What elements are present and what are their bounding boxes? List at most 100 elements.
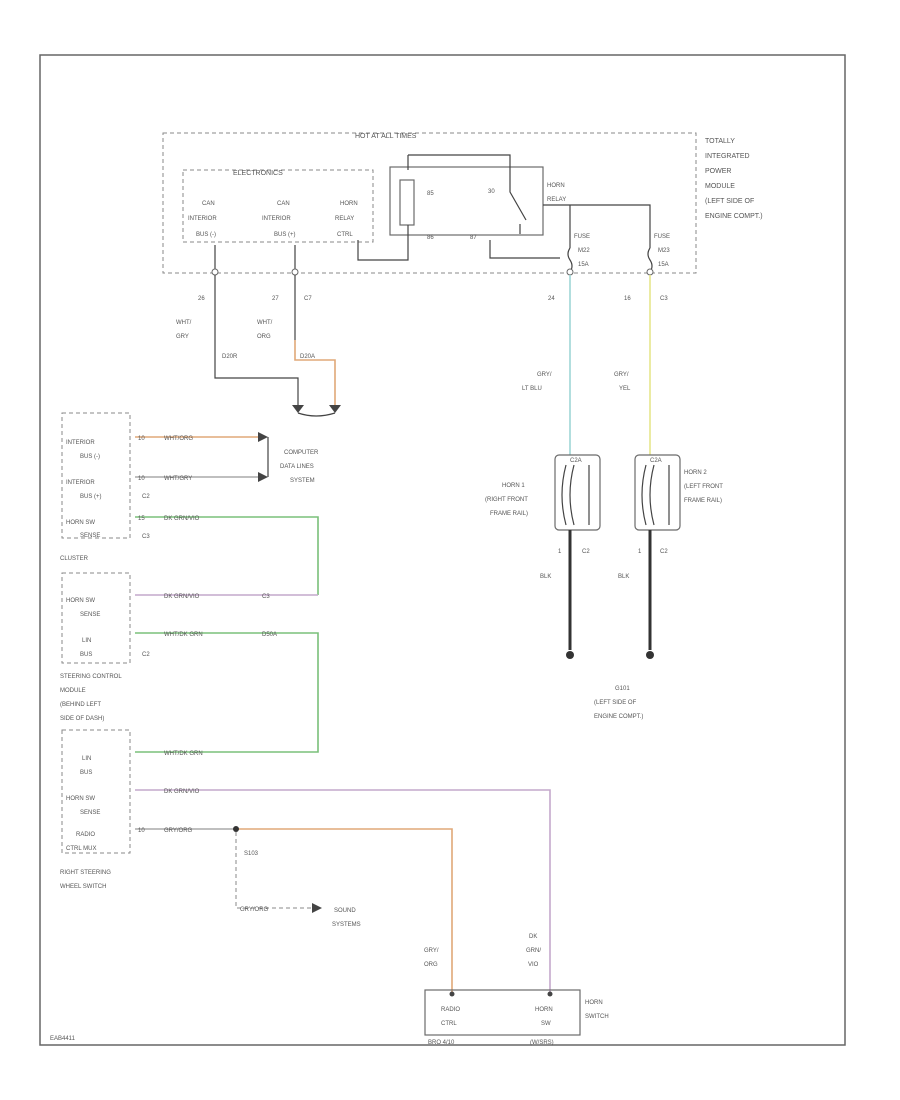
svg-text:MODULE: MODULE	[705, 183, 735, 190]
g101-ground-label: G101 (LEFT SIDE OF ENGINE COMPT.)	[594, 686, 643, 720]
cs-horn-wire-3: VIO	[528, 962, 539, 968]
fuse-m23-label: FUSE M23 15A	[654, 234, 670, 268]
svg-text:COMPUTER: COMPUTER	[284, 450, 319, 456]
svg-text:CAN: CAN	[202, 201, 215, 207]
svg-text:INTERIOR: INTERIOR	[188, 216, 217, 222]
relay-pin-87: 87	[470, 235, 477, 241]
relay-ctrl-wire	[357, 225, 409, 261]
cs-horn-terminal	[547, 991, 553, 997]
cs-horn-1: HORN	[535, 1007, 553, 1013]
horn2-pin-label: C2A	[650, 458, 662, 464]
wire-high-color-1: WHT/	[257, 320, 273, 326]
electronics-dashed-box	[182, 169, 374, 243]
relay-output	[543, 204, 651, 248]
svg-text:BUS (-): BUS (-)	[196, 232, 216, 238]
cluster-bus-low-1: INTERIOR	[66, 440, 95, 446]
cs-radio-wire-1: GRY/	[424, 948, 439, 954]
horn1-wire-color-2: LT BLU	[522, 386, 542, 392]
svg-text:WHEEL SWITCH: WHEEL SWITCH	[60, 884, 106, 890]
sccm-name-label: STEERING CONTROL MODULE (BEHIND LEFT SID…	[60, 674, 122, 722]
rsw-radio-1: RADIO	[76, 832, 95, 838]
horn2-wire-color-2: YEL	[619, 386, 631, 392]
can-interior-bus-high-label: CAN INTERIOR BUS (+)	[262, 201, 296, 238]
tipm-side-label: TOTALLY INTEGRATED POWER MODULE (LEFT SI…	[705, 138, 763, 220]
pin-27-label: 27	[272, 296, 279, 302]
relay-coil	[399, 179, 415, 226]
svg-text:RELAY: RELAY	[335, 216, 354, 222]
svg-text:STEERING CONTROL: STEERING CONTROL	[60, 674, 122, 680]
pin-24-terminal	[566, 268, 574, 276]
pin-26-label: 26	[198, 296, 205, 302]
can-interior-bus-low-label: CAN INTERIOR BUS (-)	[188, 201, 217, 238]
svg-text:HORN: HORN	[340, 201, 358, 207]
svg-text:FRAME RAIL): FRAME RAIL)	[684, 498, 722, 504]
right-switch-dashed-box	[61, 729, 131, 854]
horn-2-symbol	[634, 454, 681, 531]
relay-pin-86: 86	[427, 235, 434, 241]
cluster-wire-horn: DK GRN/VIO	[164, 516, 200, 522]
cluster-pin-h: 10	[138, 476, 145, 482]
cs-radio-2: CTRL	[441, 1021, 457, 1027]
rsw-name-label: RIGHT STEERING WHEEL SWITCH	[60, 870, 111, 890]
sccm-horn-sw-2: SENSE	[80, 612, 100, 618]
cs-right-tag: (W/SRS)	[530, 1040, 554, 1046]
cluster-bus-high-2: BUS (+)	[80, 494, 102, 500]
computer-data-lines-label: COMPUTER DATA LINES SYSTEM	[280, 450, 319, 484]
sccm-conn-horn: C3	[262, 594, 270, 600]
cluster-horn-sw-2: SENSE	[80, 533, 100, 539]
sccm-lin-1: LIN	[82, 638, 91, 644]
svg-text:MODULE: MODULE	[60, 688, 86, 694]
sccm-wire-lin: WHT/DK GRN	[164, 632, 203, 638]
fuse-m23-symbol	[647, 247, 653, 273]
wire-low-color-1: WHT/	[176, 320, 192, 326]
svg-text:(LEFT SIDE OF: (LEFT SIDE OF	[705, 198, 754, 205]
splice-d20r-label: D20R	[222, 354, 238, 360]
wire-high-color-2: ORG	[257, 334, 271, 340]
svg-text:RIGHT STEERING: RIGHT STEERING	[60, 870, 111, 876]
horn-switch-name-1: HORN	[585, 1000, 603, 1006]
horn1-ground-wire-color: BLK	[540, 574, 551, 580]
svg-text:SYSTEM: SYSTEM	[290, 478, 315, 484]
rsw-radio-2: CTRL MUX	[66, 846, 96, 852]
cluster-pin-horn: 15	[138, 516, 145, 522]
rsw-wire-lin: WHT/DK GRN	[164, 751, 203, 757]
svg-text:SYSTEMS: SYSTEMS	[332, 922, 361, 928]
cs-radio-wire-2: ORG	[424, 962, 438, 968]
cs-horn-wire-1: DK	[529, 934, 537, 940]
fuse-m22-symbol	[567, 247, 573, 273]
cluster-bus-high-1: INTERIOR	[66, 480, 95, 486]
cs-horn-wire-2: GRN/	[526, 948, 541, 954]
can-wire-arrows	[292, 405, 341, 413]
svg-text:CAN: CAN	[277, 201, 290, 207]
horn-relay-label-1: HORN	[547, 183, 565, 189]
can-high-wire-orange	[294, 340, 336, 405]
pin-16-terminal	[646, 268, 654, 276]
cs-radio-terminal	[449, 991, 455, 997]
sccm-splice-lin: D50A	[262, 632, 277, 638]
svg-text:ENGINE COMPT.): ENGINE COMPT.)	[594, 714, 643, 720]
cluster-horn-sw-1: HORN SW	[66, 520, 95, 526]
svg-text:G101: G101	[615, 686, 630, 692]
svg-text:M22: M22	[578, 248, 590, 254]
cs-horn-2: SW	[541, 1021, 551, 1027]
sccm-horn-sw-1: HORN SW	[66, 598, 95, 604]
horn-relay-box	[389, 166, 544, 236]
svg-text:FUSE: FUSE	[574, 234, 590, 240]
svg-text:ENGINE COMPT.): ENGINE COMPT.)	[705, 213, 763, 220]
rsw-horn-sw-1: HORN SW	[66, 796, 95, 802]
svg-text:(LEFT FRONT: (LEFT FRONT	[684, 484, 723, 490]
sound-branch-wire	[235, 832, 312, 909]
sccm-conn-lin: C2	[142, 652, 150, 658]
can-wire-tie	[297, 412, 336, 417]
pin-26-terminal	[211, 268, 219, 276]
cluster-dashed-box	[61, 412, 131, 539]
relay-top-feed	[407, 154, 511, 178]
sccm-lin-wire	[135, 632, 319, 753]
pin-24-label: 24	[548, 296, 555, 302]
horn2-ground-pin: 1	[638, 549, 642, 555]
svg-text:SOUND: SOUND	[334, 908, 356, 914]
sccm-dashed-box	[61, 572, 131, 664]
svg-text:TOTALLY: TOTALLY	[705, 138, 735, 145]
svg-text:(BEHIND LEFT: (BEHIND LEFT	[60, 702, 101, 708]
footer-code: EAB4411	[50, 1036, 76, 1042]
